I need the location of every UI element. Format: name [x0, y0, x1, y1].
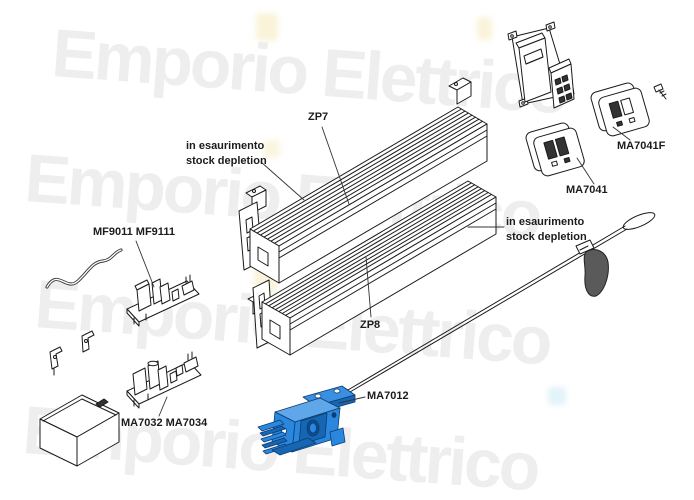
mf-board-drawing	[126, 274, 200, 327]
ma7012-drawing	[257, 385, 356, 456]
battery-drawing	[39, 394, 120, 467]
transformer-drawing	[507, 21, 575, 109]
zp8-bar-drawing	[247, 180, 497, 356]
mounting-clips-drawing	[49, 330, 95, 376]
ma7032-ma7034-label: MA7032 MA7034	[121, 417, 208, 429]
note-line-1: in esaurimento	[506, 216, 585, 228]
ma7041-label: MA7041	[566, 184, 608, 196]
ma7012-label: MA7012	[367, 390, 409, 402]
artifact-square	[477, 17, 492, 40]
ma7041-drawing	[525, 122, 585, 177]
artifact-square	[263, 140, 280, 158]
ma-board-drawing	[126, 351, 202, 409]
ma7041f-drawing	[590, 82, 650, 137]
leader-lines	[135, 126, 631, 417]
artifact-square	[548, 387, 566, 405]
zp8-label: ZP8	[360, 319, 381, 331]
stock-depletion-note-right: in esaurimento stock depletion	[506, 215, 587, 245]
release-rod-drawing	[341, 212, 656, 393]
note-line-2: stock depletion	[186, 155, 267, 167]
zp7-bar-drawing	[238, 77, 488, 284]
note-line-1: in esaurimento	[186, 140, 265, 152]
artifact-square	[256, 13, 278, 41]
zp7-label: ZP7	[308, 111, 329, 123]
antenna-wire-drawing	[45, 248, 123, 289]
ma7041f-label: MA7041F	[617, 140, 666, 152]
note-line-2: stock depletion	[506, 231, 587, 243]
stock-depletion-note-left: in esaurimento stock depletion	[186, 139, 267, 169]
mf9011-mf9111-label: MF9011 MF9111	[93, 226, 175, 238]
screw-drawing	[653, 83, 667, 100]
